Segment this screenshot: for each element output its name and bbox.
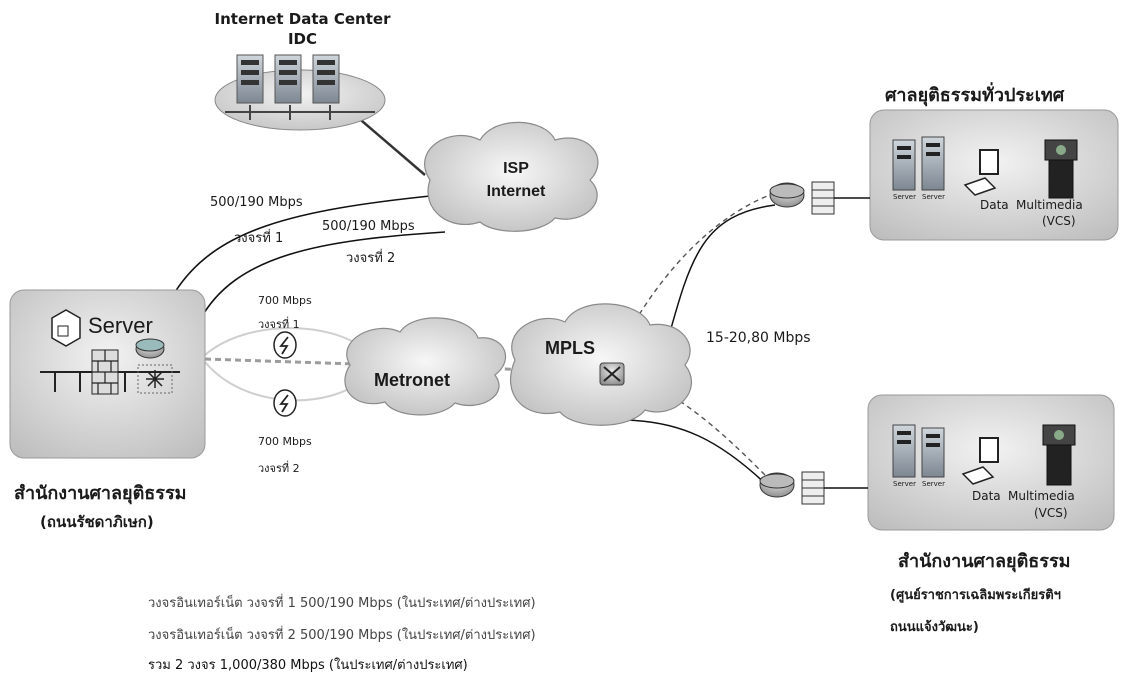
hq-switch-icon <box>137 364 173 394</box>
metro-link-1-speed: 700 Mbps <box>258 294 312 307</box>
office2-multimedia-label: Multimedia <box>1008 489 1075 503</box>
office2-location-line2: ถนนแจ้งวัฒนะ) <box>890 620 979 635</box>
internet-link-2-circuit: วงจรที่ 2 <box>346 251 396 266</box>
mpls-router-icon <box>599 362 625 386</box>
metro-modem-2-icon <box>273 389 297 417</box>
nationwide-router-icon <box>769 182 805 208</box>
nationwide-title: ศาลยุติธรรมทั่วประเทศ <box>885 85 1065 106</box>
nationwide-data-label: Data <box>980 198 1009 212</box>
internet-link-1 <box>174 194 441 293</box>
office2-server-1-icon <box>892 424 916 478</box>
hq-location: (ถนนรัชดาภิเษก) <box>40 513 154 531</box>
nationwide-server-2-icon <box>921 136 945 191</box>
internet-link-1-circuit: วงจรที่ 1 <box>234 231 284 246</box>
idc-subtitle: IDC <box>287 30 318 48</box>
idc-platform <box>214 54 386 131</box>
hq-name: สำนักงานศาลยุติธรรม <box>14 483 187 504</box>
nationwide-server-2-label: Server <box>922 193 945 201</box>
metro-link-2-speed: 700 Mbps <box>258 435 312 448</box>
internet-label: Internet <box>486 183 546 200</box>
nationwide-multimedia-label: Multimedia <box>1016 198 1083 212</box>
idc-rack-2 <box>274 54 302 104</box>
mpls-label: MPLS <box>544 338 595 358</box>
nationwide-server-1-icon <box>892 139 916 191</box>
idc-rack-3 <box>312 54 340 104</box>
office2-name: สำนักงานศาลยุติธรรม <box>898 551 1071 572</box>
note-line-1: วงจรอินเทอร์เน็ต วงจรที่ 1 500/190 Mbps … <box>148 596 536 611</box>
mpls-link-speed: 15-20,80 Mbps <box>706 330 811 346</box>
office2-pc-icon <box>961 437 999 485</box>
idc-isp-link <box>354 114 426 176</box>
nationwide-box <box>869 109 1119 241</box>
office2-location-line1: (ศูนย์ราชการเฉลิมพระเกียรติฯ <box>890 588 1061 603</box>
nationwide-vcs-icon <box>1044 139 1078 199</box>
internet-link-2 <box>199 231 446 321</box>
metronet-cloud <box>344 317 507 416</box>
metro-modem-1-icon <box>273 331 297 359</box>
mpls-solid-down <box>619 419 771 489</box>
isp-label: ISP <box>503 160 529 177</box>
mpls-solid-up <box>664 204 776 351</box>
internet-link-2-speed: 500/190 Mbps <box>322 219 415 234</box>
nationwide-server-1-label: Server <box>893 193 916 201</box>
office2-server-1-label: Server <box>893 480 916 488</box>
office2-vcs-icon <box>1042 424 1076 486</box>
office2-server-2-label: Server <box>922 480 945 488</box>
office2-server-2-icon <box>921 427 945 478</box>
note-line-2: วงจรอินเทอร์เน็ต วงจรที่ 2 500/190 Mbps … <box>148 628 536 643</box>
mpls-dashed-down <box>624 369 771 481</box>
isp-cloud <box>424 121 599 232</box>
office2-box <box>867 394 1115 531</box>
office2-vcs-label: (VCS) <box>1034 506 1068 520</box>
hq-firewall-icon <box>91 349 119 395</box>
hq-server-label: Server <box>88 313 153 338</box>
hq-box <box>9 289 206 459</box>
metronet-link-1 <box>204 327 366 356</box>
hq-router-icon <box>135 338 165 359</box>
idc-rack-1 <box>236 54 264 104</box>
office2-firewall-icon <box>801 471 825 505</box>
metro-link-2-circuit: วงจรที่ 2 <box>258 462 300 475</box>
office2-router-icon <box>759 472 795 498</box>
note-line-3: รวม 2 วงจร 1,000/380 Mbps (ในประเทศ/ต่าง… <box>148 658 468 673</box>
idc-title: Internet Data Center <box>214 10 391 28</box>
metro-link-1-circuit: วงจรที่ 1 <box>258 318 300 331</box>
nationwide-pc-icon <box>963 149 999 196</box>
internet-link-1-speed: 500/190 Mbps <box>210 195 303 210</box>
nationwide-vcs-label: (VCS) <box>1042 214 1076 228</box>
nationwide-firewall-icon <box>811 181 835 215</box>
office2-data-label: Data <box>972 489 1001 503</box>
metronet-label: Metronet <box>374 370 450 390</box>
hq-server-icon <box>51 309 81 347</box>
